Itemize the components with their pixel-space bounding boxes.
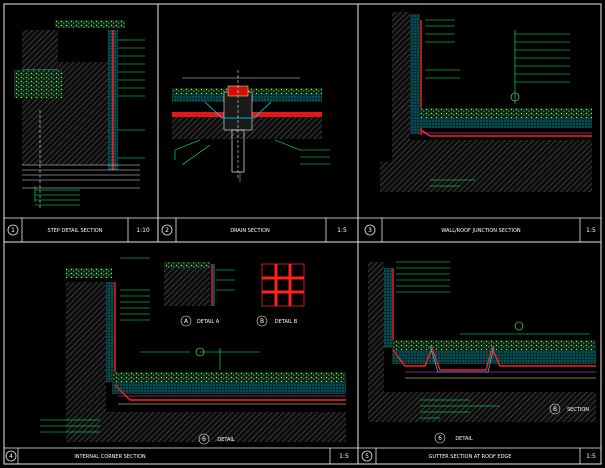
panel-5-scale: 1:5 <box>586 453 596 460</box>
panel-1-number: 1 <box>11 227 15 234</box>
gutter-level-marker <box>514 321 524 331</box>
panel-4-callout-number: 6 <box>202 436 206 443</box>
corner-slab <box>66 412 346 442</box>
panel-4-number: 4 <box>9 453 13 460</box>
panel-2-leaders <box>174 139 330 182</box>
gutter-slab <box>368 392 596 422</box>
corner-coping <box>66 268 112 278</box>
junction-insulation <box>420 118 592 128</box>
panel-5-number: 5 <box>365 453 369 460</box>
corner-level-marker <box>195 347 205 357</box>
gutter-insulation <box>392 350 596 364</box>
gutter-wall-insulation <box>384 268 392 348</box>
junction-slab <box>392 140 592 162</box>
junction-wall-insulation <box>410 14 420 134</box>
panel-4-title: INTERNAL CORNER SECTION <box>74 454 146 460</box>
panel-2-number-circle <box>161 224 173 236</box>
panel-2-scale: 1:5 <box>337 227 347 234</box>
panel-4: A DETAIL A B DETAIL B 6 DETAIL 4 INTERNA… <box>3 241 359 465</box>
panel-1-number-circle <box>7 224 19 236</box>
panel-2-title: DRAIN SECTION <box>230 228 270 234</box>
panel-4-number-circle <box>5 450 17 462</box>
junction-base <box>380 162 592 192</box>
panel-1-title: STEP DETAIL SECTION <box>48 228 103 234</box>
panel-3-scale: 1:5 <box>586 227 596 234</box>
panel-5-callout-caption: DETAIL <box>455 436 473 442</box>
panel-3-title: WALL/ROOF JUNCTION SECTION <box>441 228 521 234</box>
sub-detail-a: A DETAIL A <box>164 262 235 327</box>
panel-5: B SECTION 6 DETAIL 5 GUTTER SECTION AT R… <box>357 241 602 465</box>
panel-1: 1 STEP DETAIL SECTION 1:10 <box>3 3 159 243</box>
panel-4-callout-circle <box>198 433 210 445</box>
panel-5-callout-number: 6 <box>438 435 442 442</box>
panel-5-leaders <box>396 261 590 419</box>
panel-5-title: GUTTER SECTION AT ROOF EDGE <box>429 454 512 460</box>
panel-5-callout-circle <box>434 432 446 444</box>
panel-5-number-circle <box>361 450 373 462</box>
junction-gravel <box>420 108 592 118</box>
panel-4-callout-caption: DETAIL <box>217 437 235 443</box>
corner-gravel <box>112 372 346 382</box>
step-gravel-top <box>55 20 125 28</box>
panel-5-callout-b-caption: SECTION <box>567 407 589 413</box>
panel-1-leaders <box>34 39 145 206</box>
panel-5-callout-b-number: B <box>553 406 557 413</box>
sub-detail-b-caption: DETAIL B <box>275 319 298 325</box>
panel-3-number-circle <box>364 224 376 236</box>
corner-insulation <box>112 382 346 394</box>
gutter-wall <box>368 262 384 412</box>
panel-4-leaders <box>40 257 260 433</box>
corner-wall <box>66 282 106 432</box>
gutter-gravel <box>392 340 596 350</box>
panel-1-scale: 1:10 <box>136 227 150 234</box>
panel-2-number: 2 <box>165 227 169 234</box>
sub-detail-a-number: A <box>184 318 189 325</box>
sub-detail-a-caption: DETAIL A <box>197 319 220 325</box>
junction-level-marker <box>510 92 520 102</box>
panel-3-leaders <box>425 19 570 187</box>
panel-2: 2 DRAIN SECTION 1:5 <box>157 3 359 243</box>
junction-wall <box>392 12 410 162</box>
step-fill <box>14 70 62 98</box>
panel-3: 3 WALL/ROOF JUNCTION SECTION 1:5 <box>357 3 602 243</box>
sub-detail-b-number: B <box>260 318 264 325</box>
panel-3-number: 3 <box>368 227 372 234</box>
corner-wall-insulation <box>106 282 114 382</box>
panel-5-callout-b-circle <box>549 403 561 415</box>
panel-4-scale: 1:5 <box>339 453 349 460</box>
sub-detail-b: B DETAIL B <box>256 263 305 327</box>
